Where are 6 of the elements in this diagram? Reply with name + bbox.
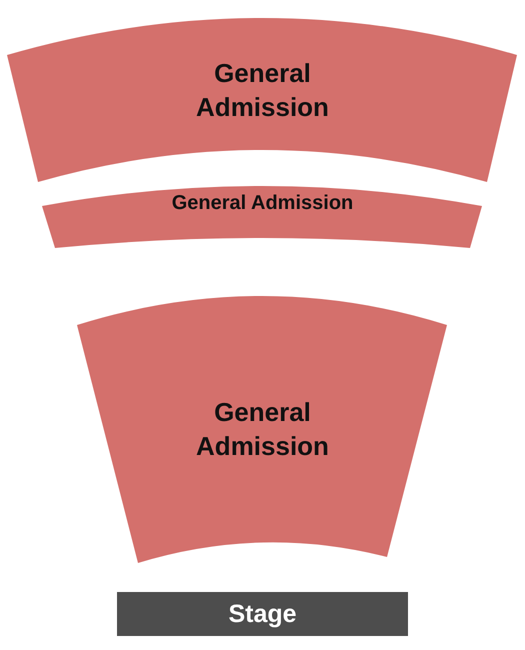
section-label: General Admission xyxy=(195,396,330,463)
section-label: General Admission xyxy=(170,191,354,216)
section-label: General Admission xyxy=(195,57,330,124)
seating-section xyxy=(40,184,485,249)
stage-area xyxy=(117,592,408,636)
stage-label: Stage xyxy=(227,599,298,630)
